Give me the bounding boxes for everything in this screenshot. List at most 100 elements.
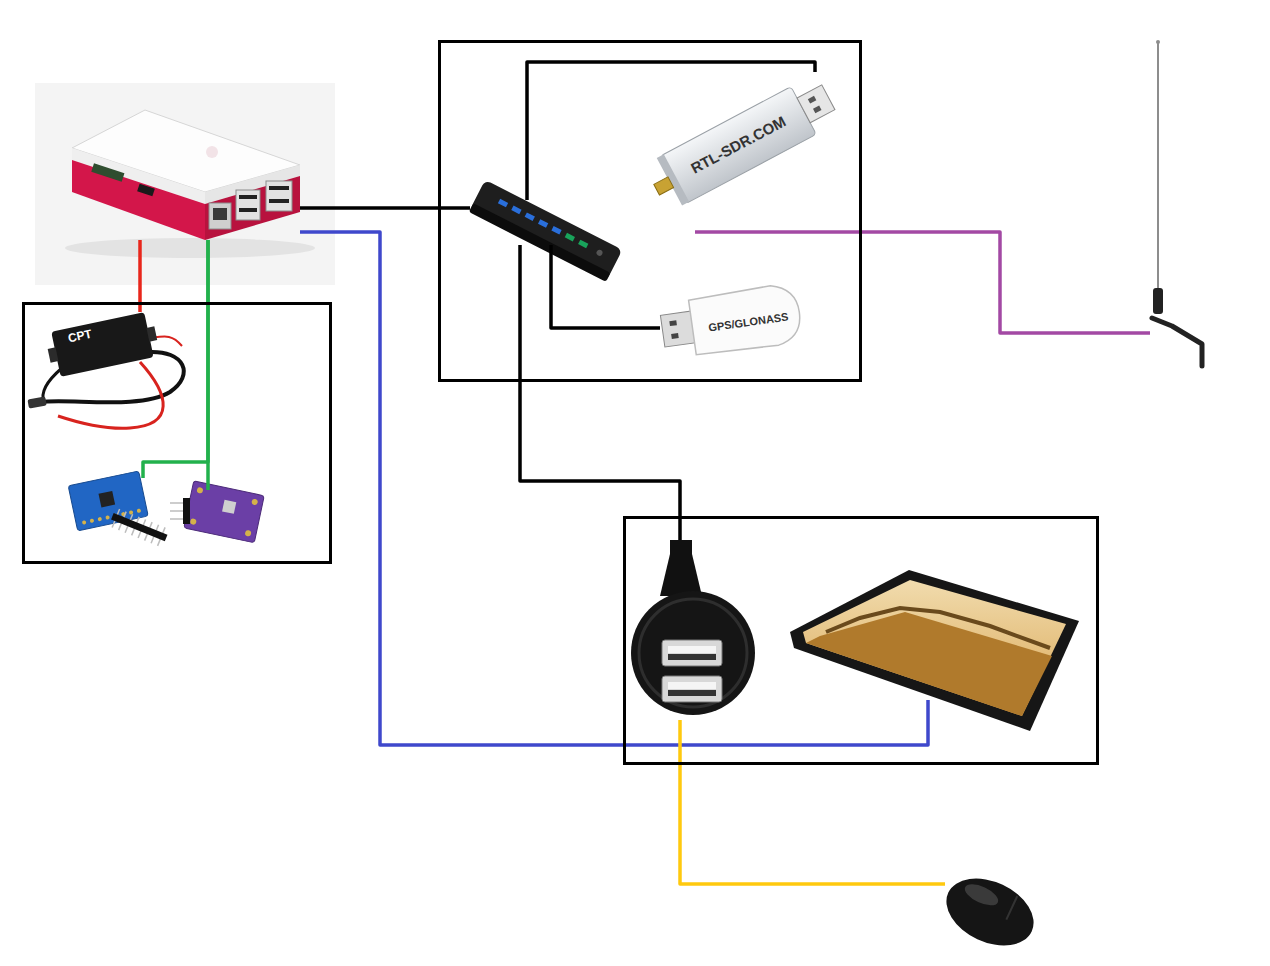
cable: [300, 208, 470, 209]
usb-plug: [797, 85, 835, 123]
cable: [695, 232, 1150, 333]
dongle-body: [688, 282, 803, 356]
cable-line: [300, 206, 470, 210]
shadow: [65, 238, 315, 258]
pin-header: [183, 498, 190, 524]
cable-line: [527, 62, 815, 200]
photo-ground: [35, 83, 335, 285]
mount-tab: [48, 347, 59, 362]
usb-port: [662, 640, 722, 666]
cable-line: [206, 240, 210, 490]
usb-hub: [470, 200, 625, 245]
pin-header: [111, 513, 167, 541]
gps-dongle-picture: [658, 282, 803, 361]
cable: [143, 240, 208, 478]
usb-slot: [668, 654, 716, 660]
plug-hole: [671, 333, 679, 339]
plug-hole: [813, 106, 822, 114]
cable-line: [300, 232, 928, 745]
usb-slot: [239, 208, 257, 212]
usb-slot: [668, 690, 716, 696]
cable: [208, 240, 209, 490]
pad: [129, 510, 134, 515]
raspberry-pi: [70, 110, 300, 240]
chip: [222, 500, 236, 514]
pad: [251, 498, 258, 505]
usb-slot: [269, 186, 289, 190]
usb-port: [266, 181, 292, 211]
screen-trees: [826, 608, 1050, 648]
usb-tongue: [668, 682, 716, 689]
cable: [680, 720, 945, 884]
cable: [551, 245, 660, 328]
pad: [90, 518, 95, 523]
cable: [527, 62, 815, 200]
whip: [1157, 42, 1159, 292]
mount-tab: [146, 326, 157, 341]
usb-panel-socket: [628, 540, 758, 720]
cable: [300, 232, 928, 745]
imu-board-picture: [68, 471, 169, 548]
hub-body: [470, 180, 623, 280]
panel-bezel: [631, 591, 755, 715]
device-label: GPS/GLONASS: [707, 310, 789, 333]
plug-hole: [808, 96, 817, 104]
usb-slot: [269, 199, 289, 203]
hub-enclosure: RTL-SDR.COM GPS/GLONASS: [438, 40, 862, 382]
mouse: [945, 878, 1040, 948]
panel-ring: [639, 599, 747, 707]
raspberry-pi-picture: [35, 83, 335, 285]
antenna: [1150, 36, 1215, 370]
device-label: CPT: [67, 328, 93, 346]
usb-tongue: [668, 646, 716, 653]
cable-line: [680, 720, 945, 884]
cable: [43, 368, 62, 402]
board-edge: [91, 163, 124, 181]
pad: [105, 515, 110, 520]
imu-sensor: [66, 478, 166, 540]
dc-converter: CPT: [30, 312, 200, 437]
pcb: [184, 481, 264, 543]
cable-line: [695, 232, 1150, 333]
device-label: RTL-SDR.COM: [688, 113, 788, 177]
usb-slot: [239, 195, 257, 199]
power-sensor-enclosure: CPT: [22, 302, 332, 564]
mouse-body: [936, 865, 1045, 958]
converter-body: [51, 312, 153, 377]
screen: [803, 580, 1066, 716]
cable-line: [520, 245, 680, 540]
env-sensor: [175, 490, 270, 545]
gps-dongle: GPS/GLONASS: [660, 280, 805, 370]
dongle-body: [660, 87, 816, 204]
antenna-base: [1153, 288, 1163, 314]
hdmi-port: [137, 184, 155, 197]
case-base: [205, 176, 300, 240]
port: [525, 212, 535, 221]
port: [511, 206, 521, 215]
mouse-picture: [936, 865, 1045, 958]
barrel-plug: [27, 396, 46, 408]
whip-tip: [1156, 40, 1160, 44]
usb-port: [236, 190, 260, 220]
sma-connector: [654, 177, 674, 195]
pad: [82, 520, 87, 525]
sdr-dongle-picture: [643, 73, 841, 212]
ethernet-socket: [213, 208, 227, 220]
monitor-picture: [790, 570, 1079, 731]
usb-panel-picture: [631, 540, 755, 715]
usb-port: [662, 676, 722, 702]
cable: [520, 245, 680, 540]
mount-bracket: [1152, 318, 1202, 366]
pad: [245, 530, 252, 537]
env-board-picture: [170, 481, 264, 543]
pcb: [68, 471, 148, 531]
monitor: [785, 565, 1085, 700]
pad: [97, 517, 102, 522]
usb-hub-picture: [469, 180, 623, 282]
display-enclosure: [623, 516, 1099, 765]
pad: [190, 518, 197, 525]
port: [498, 199, 508, 208]
